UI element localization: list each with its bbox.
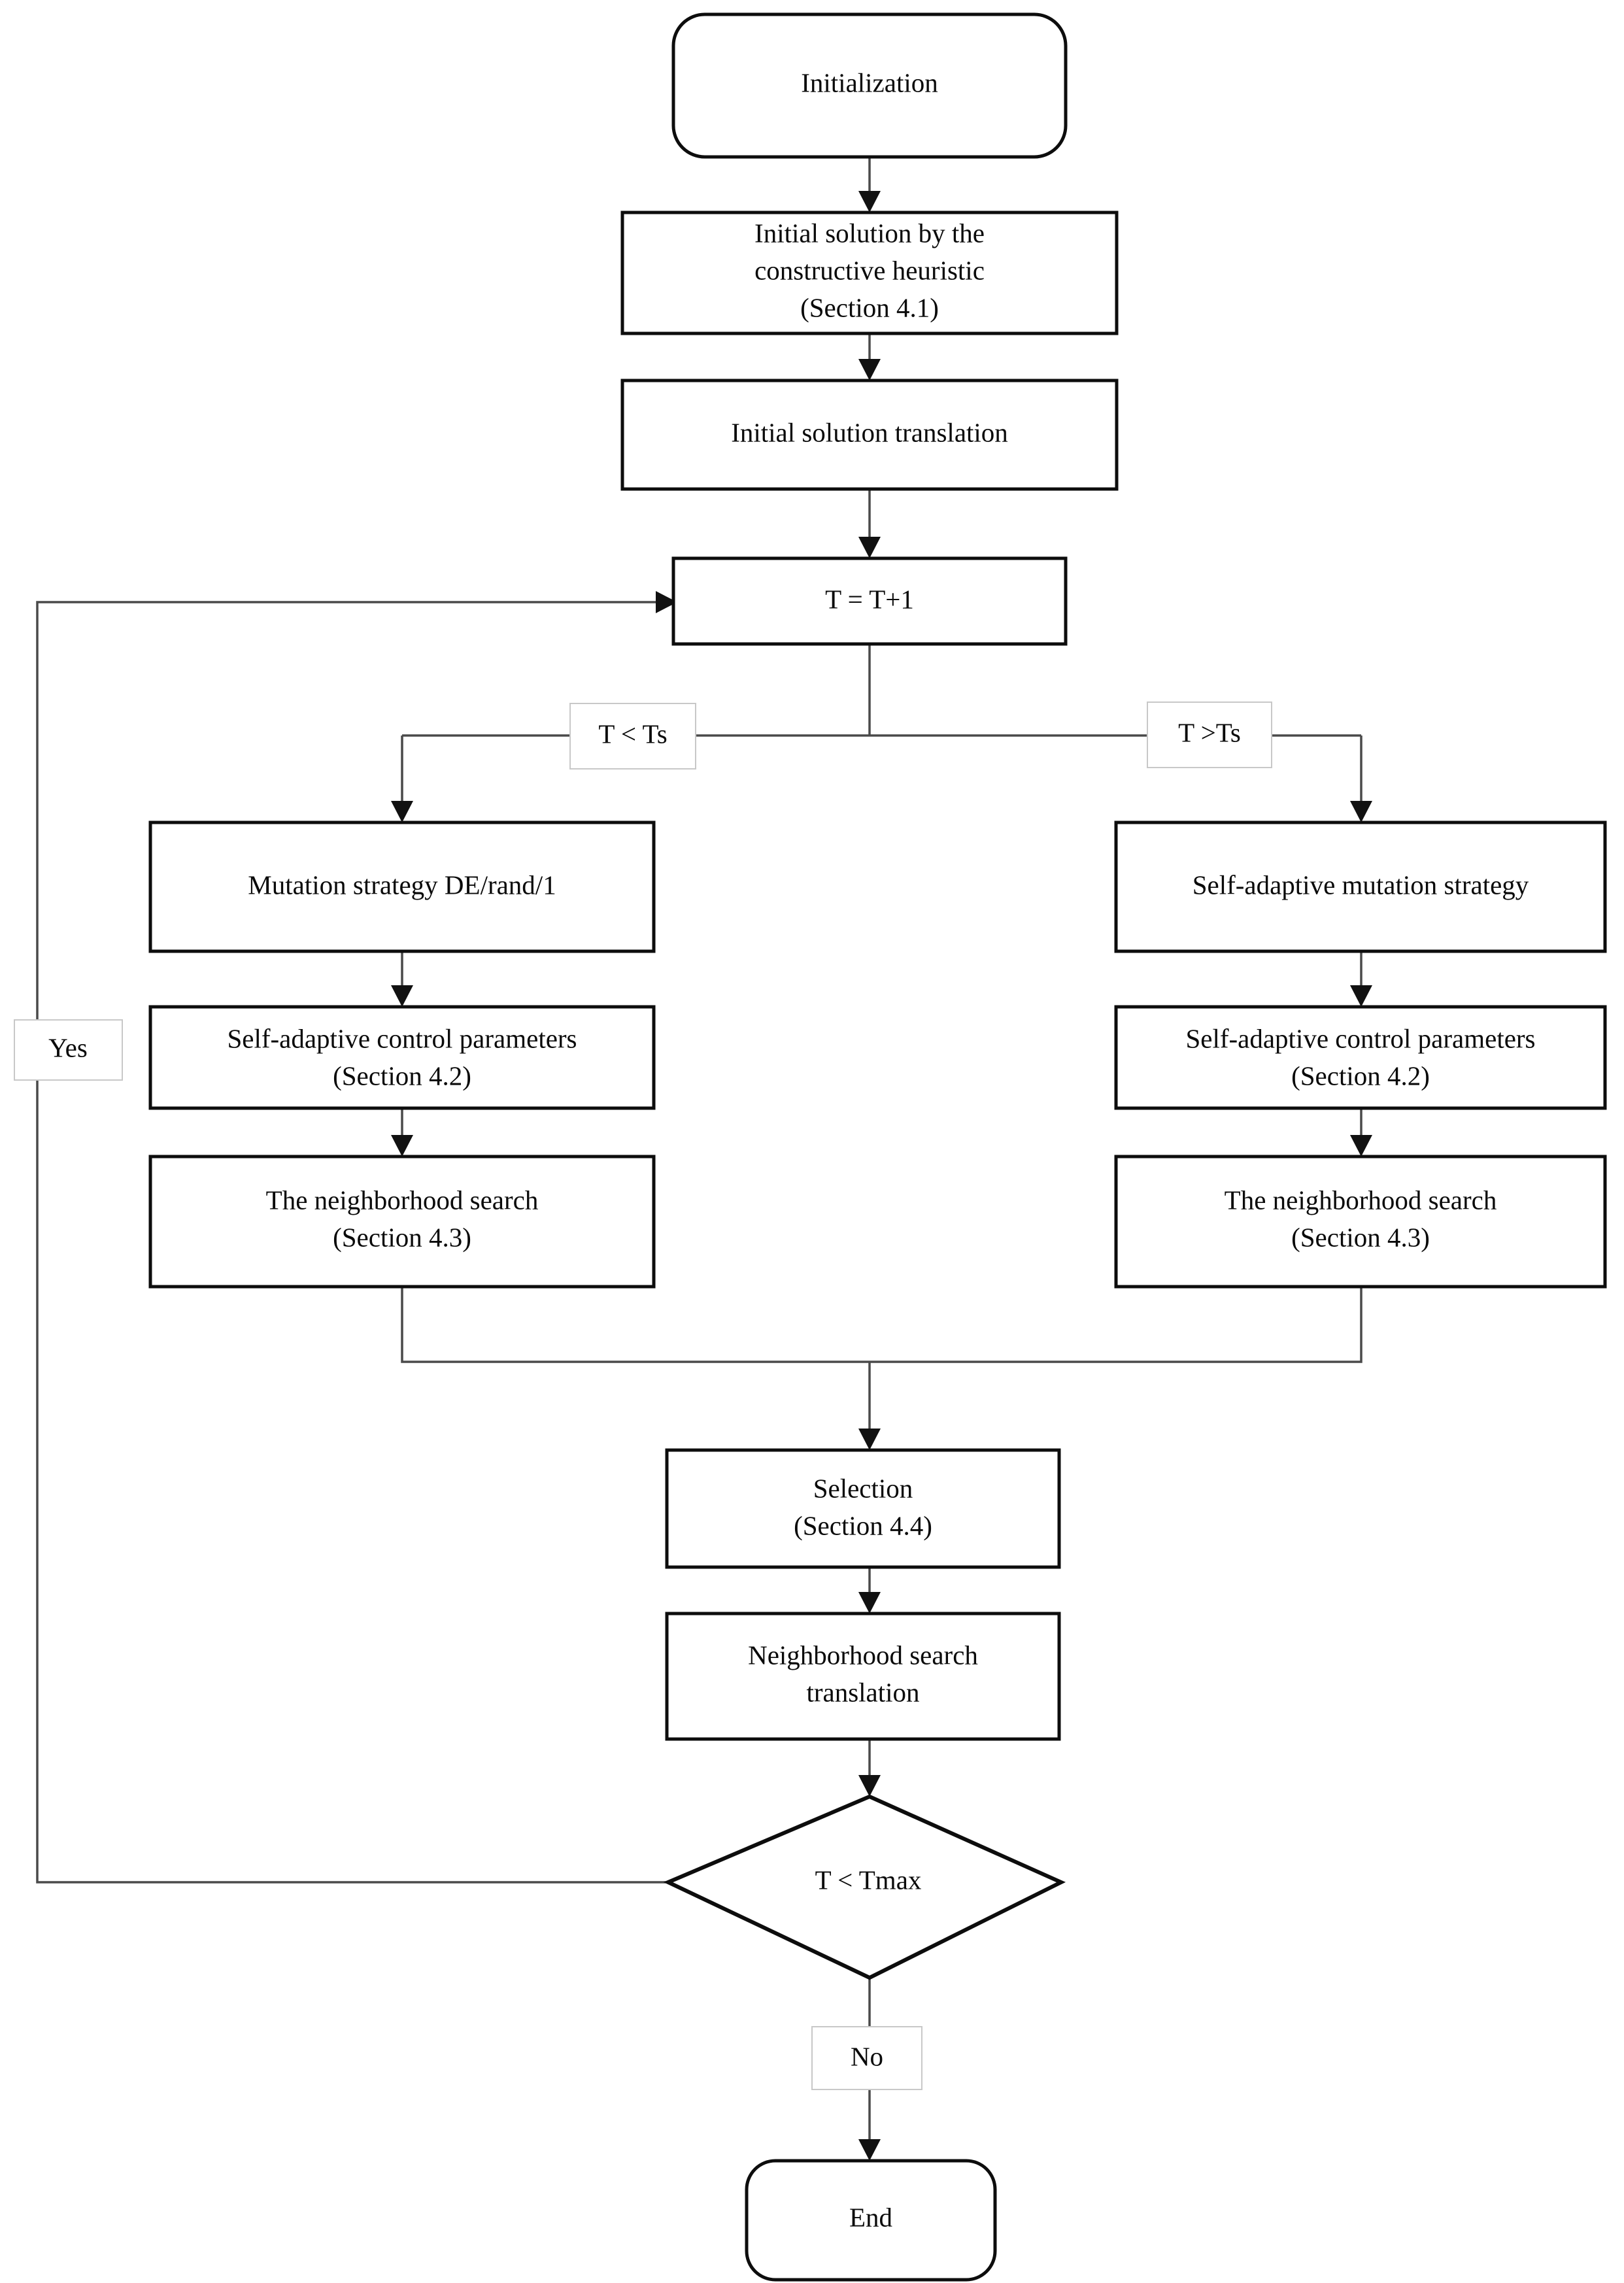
self-adaptive-control-left-line2: (Section 4.2) — [333, 1060, 471, 1091]
selection-line2: (Section 4.4) — [794, 1510, 932, 1540]
node-self-adaptive-control-left[interactable]: Self-adaptive control parameters (Sectio… — [148, 1005, 656, 1110]
t-greater-ts-label: T >Ts — [1178, 717, 1241, 747]
initial-solution-heuristic-line1: Initial solution by the — [754, 218, 985, 248]
self-adaptive-control-right-shape[interactable] — [1114, 1005, 1607, 1110]
node-initial-solution-heuristic[interactable]: Initial solution by the constructive heu… — [620, 211, 1119, 335]
self-adaptive-mutation-right-line1: Self-adaptive mutation strategy — [1193, 870, 1529, 900]
t-less-ts-label: T < Ts — [598, 719, 667, 749]
node-selection[interactable]: Selection (Section 4.4) — [665, 1448, 1061, 1569]
increment-counter-shape[interactable] — [671, 556, 1068, 646]
arrowhead-heuristic-to-translation — [858, 359, 881, 380]
self-adaptive-control-right-line2: (Section 4.2) — [1291, 1060, 1430, 1091]
yes-label: Yes — [48, 1032, 88, 1062]
arrowhead-feedback-to-counter — [656, 591, 677, 613]
neighborhood-search-left-line2: (Section 4.3) — [333, 1222, 471, 1252]
node-neighborhood-search-translation[interactable]: Neighborhood search translation — [665, 1612, 1061, 1741]
edge-label-yes: Yes — [14, 1019, 123, 1081]
node-initialization[interactable]: Initialization — [671, 12, 1068, 159]
initial-solution-translation-shape[interactable] — [620, 379, 1119, 491]
initialization-label: Initialization — [801, 67, 938, 97]
node-neighborhood-search-right[interactable]: The neighborhood search (Section 4.3) — [1114, 1155, 1607, 1289]
node-initial-solution-translation[interactable]: Initial solution translation — [620, 379, 1119, 491]
arrowhead-merge-to-selection — [858, 1429, 881, 1450]
self-adaptive-control-right-line1: Self-adaptive control parameters — [1185, 1023, 1535, 1053]
node-mutation-de-rand-1[interactable]: Mutation strategy DE/rand/1 — [148, 820, 656, 953]
edge-decision-yes-feedback — [36, 601, 668, 1884]
node-decision-tmax[interactable]: T < Tmax — [663, 1794, 1066, 1980]
initial-solution-heuristic-line3: (Section 4.1) — [800, 292, 939, 322]
arrowhead-right-control-to-neighborhood — [1350, 1135, 1372, 1157]
mutation-de-rand-1-shape[interactable] — [148, 820, 656, 953]
neighborhood-search-right-shape[interactable] — [1114, 1155, 1607, 1289]
edges-layer — [36, 157, 1372, 2161]
self-adaptive-control-left-shape[interactable] — [148, 1005, 656, 1110]
edge-labels-layer: T < Ts T >Ts Yes No — [14, 702, 1272, 2090]
decision-tmax-shape[interactable] — [663, 1794, 1066, 1980]
selection-line1: Selection — [813, 1473, 913, 1503]
increment-counter-line1: T = T+1 — [825, 584, 914, 614]
arrowhead-branch-right-down — [1350, 801, 1372, 822]
arrowhead-ns-translation-to-decision — [858, 1775, 881, 1797]
neighborhood-search-translation-line1: Neighborhood search — [748, 1640, 978, 1670]
arrowhead-init-to-heuristic — [858, 191, 881, 212]
self-adaptive-mutation-right-shape[interactable] — [1114, 820, 1607, 953]
arrowhead-selection-to-ns-translation — [858, 1592, 881, 1614]
arrowhead-branch-left-down — [391, 801, 413, 822]
node-increment-counter[interactable]: T = T+1 — [671, 556, 1068, 646]
node-self-adaptive-mutation-right[interactable]: Self-adaptive mutation strategy — [1114, 820, 1607, 953]
yes-label-box — [14, 1019, 123, 1081]
no-label: No — [851, 2041, 883, 2071]
edge-label-t-less-ts: T < Ts — [569, 703, 696, 769]
edge-label-no: No — [811, 2026, 922, 2090]
self-adaptive-control-left-line1: Self-adaptive control parameters — [227, 1023, 577, 1053]
node-end[interactable]: End — [745, 2159, 997, 2282]
t-less-ts-label-box — [569, 703, 696, 769]
initial-solution-translation-line1: Initial solution translation — [731, 417, 1008, 447]
mutation-de-rand-1-line1: Mutation strategy DE/rand/1 — [248, 870, 556, 900]
neighborhood-search-left-shape[interactable] — [148, 1155, 656, 1289]
arrowhead-left-control-to-neighborhood — [391, 1135, 413, 1157]
initial-solution-heuristic-shape[interactable] — [620, 211, 1119, 335]
neighborhood-search-left-line1: The neighborhood search — [266, 1185, 539, 1215]
no-label-box — [811, 2026, 922, 2090]
initialization-shape[interactable] — [671, 12, 1068, 159]
arrowhead-right-mutation-to-control — [1350, 985, 1372, 1007]
end-shape[interactable] — [745, 2159, 997, 2282]
edge-merge-left — [401, 1287, 870, 1363]
end-label: End — [849, 2202, 892, 2232]
edge-label-t-greater-ts: T >Ts — [1147, 702, 1272, 768]
neighborhood-search-translation-shape[interactable] — [665, 1612, 1061, 1741]
initial-solution-heuristic-line2: constructive heuristic — [754, 255, 985, 285]
neighborhood-search-right-line2: (Section 4.3) — [1291, 1222, 1430, 1252]
edge-merge-right — [870, 1287, 1362, 1363]
node-self-adaptive-control-right[interactable]: Self-adaptive control parameters (Sectio… — [1114, 1005, 1607, 1110]
selection-shape[interactable] — [665, 1448, 1061, 1569]
arrowhead-translation-to-counter — [858, 537, 881, 558]
neighborhood-search-right-line1: The neighborhood search — [1225, 1185, 1497, 1215]
neighborhood-search-translation-line2: translation — [806, 1677, 919, 1707]
decision-tmax-label: T < Tmax — [815, 1865, 922, 1895]
node-neighborhood-search-left[interactable]: The neighborhood search (Section 4.3) — [148, 1155, 656, 1289]
arrowhead-left-mutation-to-control — [391, 985, 413, 1007]
t-greater-ts-label-box — [1147, 702, 1272, 768]
arrowhead-decision-no-to-end — [858, 2139, 881, 2161]
